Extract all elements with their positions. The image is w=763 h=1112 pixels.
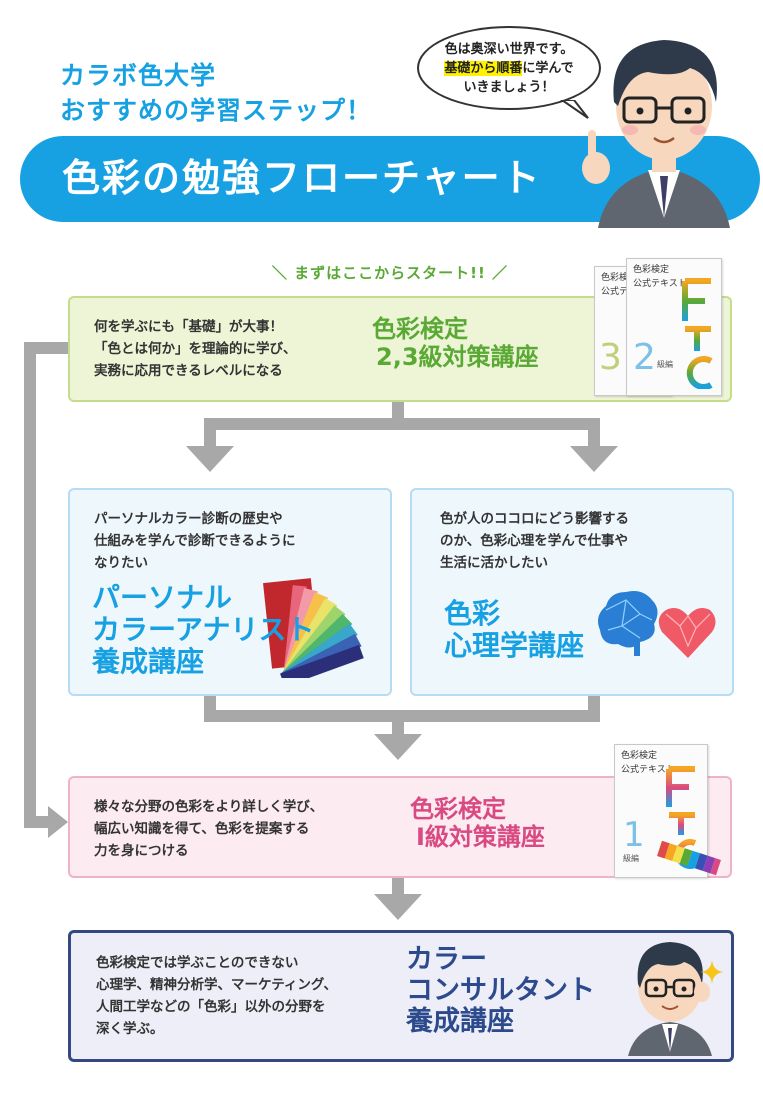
title-line: コンサルタント <box>406 975 595 1007</box>
color-swatch-fan-illustration <box>263 578 364 678</box>
book-number: 3 <box>599 337 622 378</box>
step-consultant-desc: 色彩検定では学ぶことのできない 心理学、精神分析学、マーケティング、 人間工学な… <box>96 952 337 1040</box>
speech-line1: 色は奥深い世界です。 <box>444 42 574 57</box>
desc-line: 「色とは何か」を理論的に学び、 <box>94 341 297 357</box>
book-grade: 級編 <box>623 854 639 863</box>
book-subtitle: 公式テキスト <box>621 765 675 775</box>
split-right-stem <box>588 418 600 448</box>
desc-line: のか、色彩心理を学んで仕事や <box>440 533 629 549</box>
step-level1-title[interactable]: 色彩検定 Ⅰ級対策講座 <box>410 795 545 851</box>
book-title: 色彩検定 <box>601 273 638 283</box>
color-chart-strip-illustration <box>657 840 721 876</box>
book-number: 2 <box>633 337 656 378</box>
desc-line: 力を身につける <box>94 843 189 859</box>
step-consultant-box[interactable] <box>68 930 734 1062</box>
speech-line2-rest: に学んで <box>522 61 574 76</box>
step-psychology-box[interactable] <box>410 488 734 696</box>
left-arrow-head <box>48 806 68 838</box>
step-psychology-desc: 色が人のココロにどう影響する のか、色彩心理を学んで仕事や 生活に活かしたい <box>440 508 629 574</box>
title-line: Ⅰ級対策講座 <box>416 822 545 851</box>
merge-arrow <box>374 734 422 760</box>
subtitle-line1: カラボ色大学 <box>60 61 217 90</box>
title-line: 2,3級対策講座 <box>376 342 539 371</box>
page-title: 色彩の勉強フローチャート <box>62 156 542 200</box>
start-label: ＼ まずはここからスタート!! ／ <box>271 264 509 282</box>
brain-heart-illustration <box>598 591 716 658</box>
step-personal-title[interactable]: パーソナル カラーアナリスト 養成講座 <box>92 581 315 679</box>
step-psychology-title[interactable]: 色彩 心理学講座 <box>444 597 585 663</box>
sparkle-icon <box>700 960 724 984</box>
book-subtitle: 公式テキスト <box>633 279 687 289</box>
desc-line: 何を学ぶにも「基礎」が大事！ <box>94 319 283 335</box>
textbook-grade2: 色彩検定 公式テキスト 2 級編 <box>626 258 722 396</box>
title-line: 色彩 <box>444 597 501 630</box>
book-grade: 級編 <box>657 360 673 369</box>
desc-line: 人間工学などの「色彩」以外の分野を <box>96 999 326 1015</box>
speech-line3: いきましょう！ <box>463 80 555 95</box>
split-left-stem <box>204 418 216 448</box>
title-line: 養成講座 <box>92 645 205 679</box>
desc-line: 仕組みを学んで診断できるように <box>94 533 296 549</box>
final-arrow <box>374 894 422 920</box>
title-line: カラーアナリスト <box>92 613 315 647</box>
final-stem <box>392 874 404 896</box>
desc-line: 生活に活かしたい <box>440 555 548 571</box>
book-title: 色彩検定 <box>633 265 670 275</box>
title-line: 色彩検定 <box>410 795 506 823</box>
book-title: 色彩検定 <box>621 751 658 761</box>
teacher-illustration <box>582 40 730 228</box>
speech-highlight: 基礎から順番 <box>444 61 523 76</box>
step-level23-title[interactable]: 色彩検定 2,3級対策講座 <box>372 315 539 371</box>
left-connector-vertical <box>24 342 36 828</box>
desc-line: 深く学ぶ。 <box>96 1021 164 1037</box>
desc-line: 様々な分野の色彩をより詳しく学び、 <box>94 799 324 815</box>
step-level23-desc: 何を学ぶにも「基礎」が大事！ 「色とは何か」を理論的に学び、 実務に応用できるレ… <box>94 316 297 382</box>
desc-line: 色彩検定では学ぶことのできない <box>96 955 299 971</box>
step-personal-desc: パーソナルカラー診断の歴史や 仕組みを学んで診断できるように なりたい <box>94 508 296 574</box>
merge-stem <box>392 710 404 736</box>
title-line: 心理学講座 <box>444 629 585 663</box>
title-line: 色彩検定 <box>372 315 468 343</box>
teacher-small-illustration <box>628 942 712 1056</box>
desc-line: なりたい <box>94 555 148 571</box>
subtitle-line2: おすすめの学習ステップ！ <box>60 96 373 125</box>
textbook-grade1: 色彩検定 公式テキスト 1 級編 <box>614 744 708 878</box>
title-line: パーソナル <box>92 581 233 614</box>
speech-line2: 基礎から順番に学んで <box>434 59 584 78</box>
desc-line: 心理学、精神分析学、マーケティング、 <box>96 977 337 993</box>
title-line: カラー <box>406 944 487 975</box>
speech-text: 色は奥深い世界です。 基礎から順番に学んで いきましょう！ <box>434 40 584 97</box>
step-consultant-title[interactable]: カラー コンサルタント 養成講座 <box>406 944 595 1037</box>
step-level1-desc: 様々な分野の色彩をより詳しく学び、 幅広い知識を得て、色彩を提案する 力を身につ… <box>94 796 323 862</box>
split-left-arrow <box>186 446 234 472</box>
speech-bubble-tail <box>560 100 589 119</box>
split-bar <box>204 418 600 430</box>
desc-line: 実務に応用できるレベルになる <box>94 363 283 379</box>
desc-line: 幅広い知識を得て、色彩を提案する <box>94 821 310 837</box>
book-logo <box>682 278 713 389</box>
title-line: 養成講座 <box>406 1006 514 1038</box>
left-connector-bottom <box>24 816 50 828</box>
desc-line: 色が人のココロにどう影響する <box>440 511 629 527</box>
split-right-arrow <box>570 446 618 472</box>
desc-line: パーソナルカラー診断の歴史や <box>94 511 283 527</box>
header-subtitle: カラボ色大学 おすすめの学習ステップ！ <box>60 58 372 128</box>
book-number: 1 <box>623 815 645 855</box>
